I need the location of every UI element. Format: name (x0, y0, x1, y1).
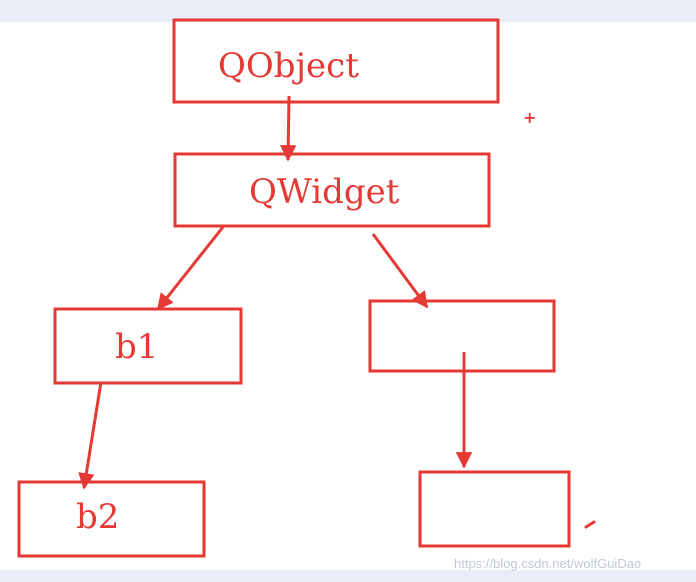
node-qobject: QObject (172, 18, 500, 104)
edge-b1-to-b2 (78, 381, 103, 490)
node-box (173, 152, 491, 228)
watermark-text: https://blog.csdn.net/wolfGuiDao (454, 556, 642, 571)
node-b2: b2 (17, 480, 206, 558)
stray-dash-mark (584, 520, 596, 529)
node-right-grandchild (418, 470, 571, 548)
edge-qwidget-to-b1 (156, 226, 225, 311)
node-label: b1 (115, 327, 158, 367)
edge-qobject-to-qwidget (279, 95, 297, 162)
bottom-strip (0, 570, 696, 582)
node-qwidget: QWidget (173, 152, 491, 228)
node-box (17, 480, 206, 558)
node-box (418, 470, 571, 548)
node-right-child (368, 299, 556, 373)
top-strip (0, 0, 696, 22)
plus-mark: + (523, 108, 536, 127)
node-box (53, 307, 243, 385)
node-box (368, 299, 556, 373)
edge-qwidget-to-right-child (371, 233, 429, 309)
node-label: QWidget (249, 172, 400, 212)
node-b1: b1 (53, 307, 243, 385)
node-label: QObject (218, 46, 359, 86)
node-label: b2 (76, 497, 119, 537)
node-box (172, 18, 500, 104)
